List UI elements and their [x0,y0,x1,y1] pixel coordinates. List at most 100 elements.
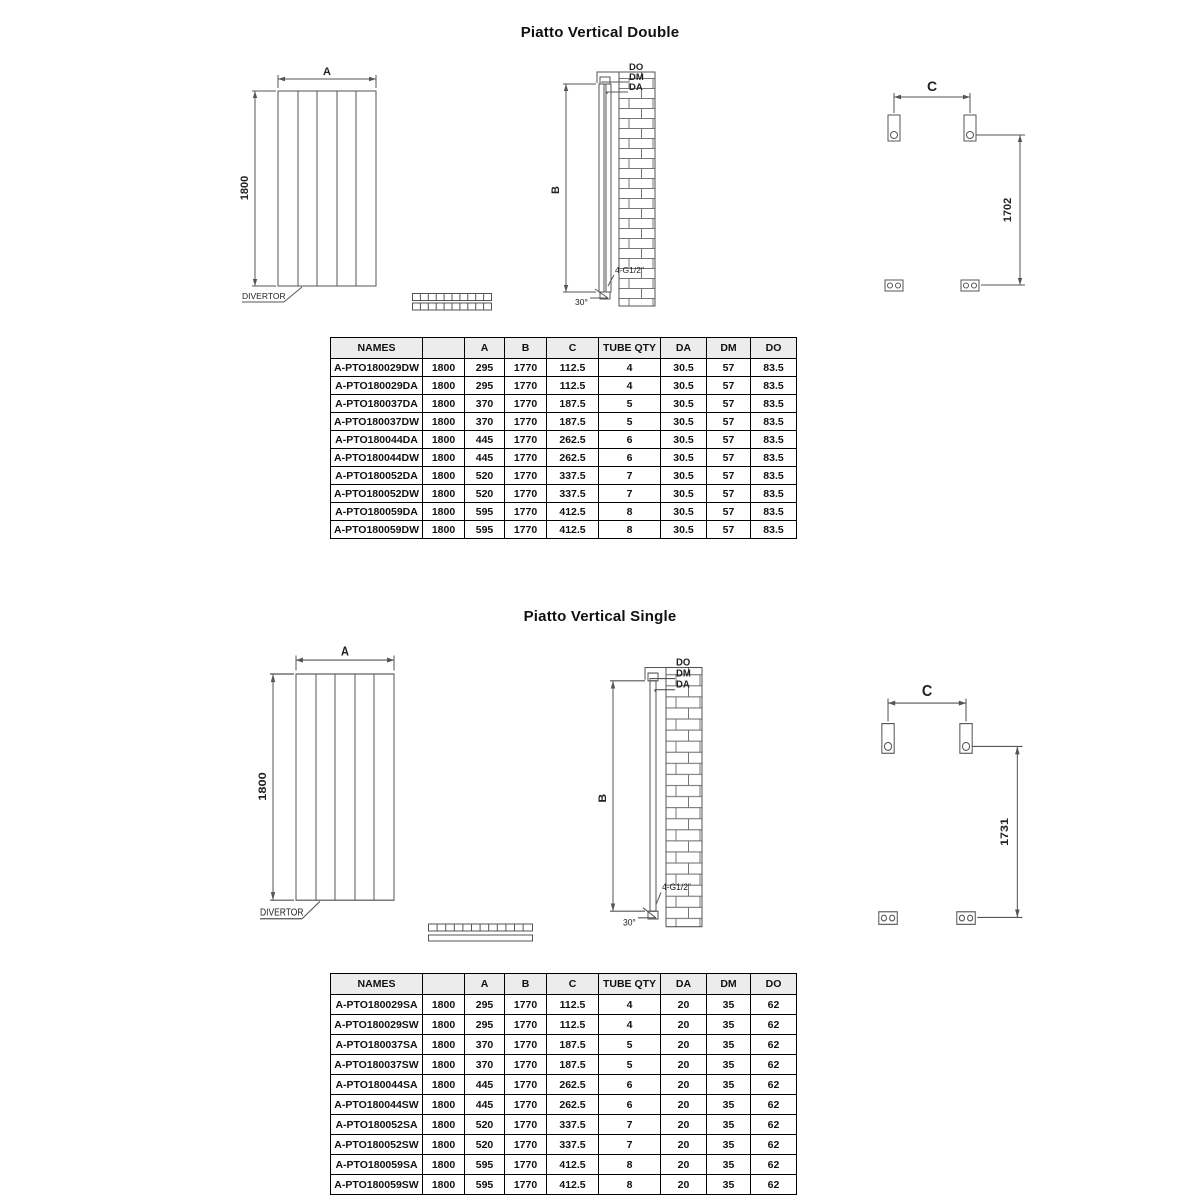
value-cell: 187.5 [546,1034,599,1055]
model-name-cell: A-PTO180029SW [330,1014,423,1035]
side-view-arrows [563,84,569,292]
value-cell: 57 [706,448,751,467]
model-name-cell: A-PTO180029SA [330,994,423,1015]
value-cell: 5 [598,394,661,413]
value-cell: 30.5 [660,394,707,413]
value-cell: 520 [464,466,505,485]
plan-view-drawing-double [412,293,492,311]
col-header-tube-qty: TUBE QTY [598,973,661,995]
value-cell: 20 [660,1114,707,1135]
value-cell: 262.5 [546,1074,599,1095]
model-name-cell: A-PTO180037SA [330,1034,423,1055]
model-name-cell: A-PTO180044DW [330,448,423,467]
side-view-lines [610,666,675,920]
value-cell: 83.5 [750,466,797,485]
value-cell: 62 [750,1154,797,1175]
value-cell: 8 [598,1154,661,1175]
value-cell: 5 [598,1054,661,1075]
da-label: DA [629,82,643,93]
value-cell: 412.5 [546,502,599,521]
value-cell: 1800 [422,502,465,521]
value-cell: 20 [660,994,707,1015]
do-label: DO [676,657,690,669]
model-name-cell: A-PTO180052DA [330,466,423,485]
value-cell: 1800 [422,1094,465,1115]
front-view-lines [242,75,377,303]
col-header-blank [422,973,465,995]
value-cell: 1770 [504,1014,547,1035]
model-name-cell: A-PTO180029DA [330,376,423,395]
value-cell: 20 [660,1014,707,1035]
side-view-arrows [610,680,616,912]
value-cell: 1800 [422,448,465,467]
plan-view-lines [428,923,533,942]
value-cell: 7 [598,1114,661,1135]
value-cell: 5 [598,412,661,431]
value-cell: 35 [706,1174,751,1195]
value-cell: 445 [464,1074,505,1095]
value-cell: 57 [706,358,751,377]
value-cell: 35 [706,1014,751,1035]
value-cell: 1800 [422,1174,465,1195]
value-cell: 20 [660,1134,707,1155]
value-cell: 83.5 [750,484,797,503]
value-cell: 4 [598,358,661,377]
col-header-da: DA [660,337,707,359]
value-cell: 30.5 [660,484,707,503]
value-cell: 1770 [504,394,547,413]
value-cell: 337.5 [546,1114,599,1135]
value-cell: 8 [598,1174,661,1195]
value-cell: 6 [598,430,661,449]
value-cell: 57 [706,412,751,431]
value-cell: 520 [464,1134,505,1155]
value-cell: 57 [706,502,751,521]
value-cell: 30.5 [660,520,707,539]
table-header-row: NAMES A B C TUBE QTY DA DM DO [330,973,797,995]
bracket-view-drawing-double: C 1702 [884,78,1025,292]
da-label: DA [676,679,690,691]
model-name-cell: A-PTO180059SW [330,1174,423,1195]
do-label: DO [629,62,643,73]
value-cell: 20 [660,1074,707,1095]
col-header-b: B [504,973,547,995]
wall-brick-pattern [618,71,656,307]
value-cell: 1770 [504,994,547,1015]
value-cell: 1800 [422,520,465,539]
col-header-names: NAMES [330,337,423,359]
value-cell: 1770 [504,520,547,539]
value-cell: 370 [464,1054,505,1075]
section-title-single: Piatto Vertical Single [523,608,677,625]
value-cell: 4 [598,376,661,395]
value-cell: 1800 [422,430,465,449]
value-cell: 35 [706,1094,751,1115]
value-cell: 262.5 [546,448,599,467]
value-cell: 112.5 [546,376,599,395]
model-name-cell: A-PTO180052SW [330,1134,423,1155]
value-cell: 35 [706,1114,751,1135]
value-cell: 20 [660,1054,707,1075]
value-cell: 83.5 [750,448,797,467]
side-height-label: B [597,794,609,803]
value-cell: 83.5 [750,376,797,395]
value-cell: 1770 [504,1174,547,1195]
col-header-blank [422,337,465,359]
value-cell: 295 [464,1014,505,1035]
model-name-cell: A-PTO180037DA [330,394,423,413]
col-header-a: A [464,973,505,995]
value-cell: 30.5 [660,430,707,449]
value-cell: 595 [464,1174,505,1195]
side-view-drawing-single: DO DM DA B 4-G1/2" 30° [597,657,703,928]
value-cell: 35 [706,994,751,1015]
value-cell: 30.5 [660,376,707,395]
